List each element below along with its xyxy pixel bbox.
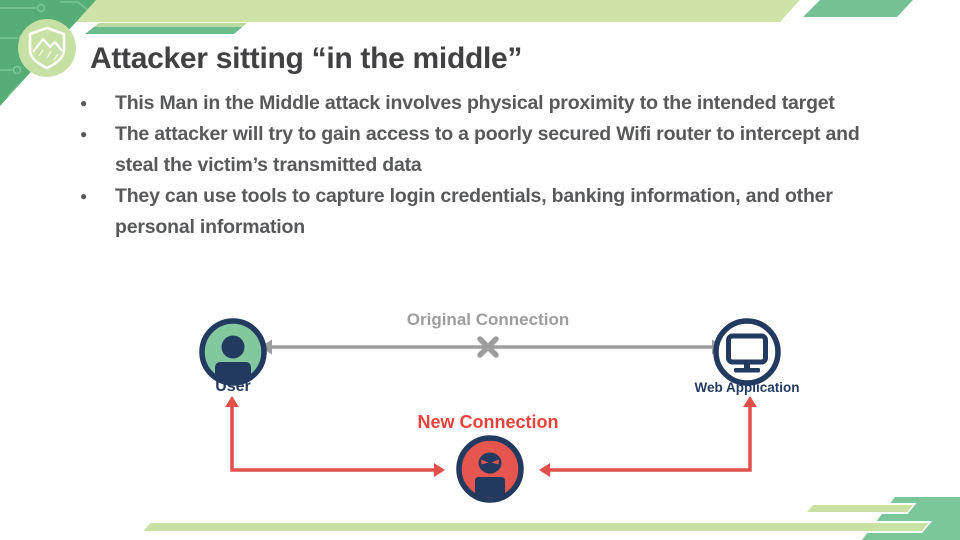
- top-green-band: [0, 0, 800, 22]
- original-connection-label: Original Connection: [406, 310, 570, 329]
- bullet-text: They can use tools to capture login cred…: [115, 185, 833, 238]
- blocked-x-icon: [477, 336, 499, 358]
- new-connection-label: New Connection: [417, 412, 559, 432]
- circuit-traces: [0, 1, 91, 97]
- bullet-text: This Man in the Middle attack involves p…: [115, 92, 835, 114]
- bullet-item: ● They can use tools to capture login cre…: [78, 181, 880, 243]
- page-title: Attacker sitting “in the middle”: [90, 42, 523, 75]
- mountain-shield-logo-icon: [17, 18, 77, 78]
- bullet-dot: ●: [80, 127, 88, 141]
- bullet-item: ● The attacker will try to gain access to…: [78, 119, 880, 181]
- bullet-item: ● This Man in the Middle attack involves …: [78, 88, 880, 119]
- bullet-list: ● This Man in the Middle attack involves …: [78, 88, 880, 243]
- attacker-hacker-icon: [454, 433, 526, 510]
- bullet-dot: ●: [80, 96, 88, 110]
- bullet-dot: ●: [80, 189, 88, 203]
- user-person-icon: [197, 316, 269, 393]
- web-application-label: Web Application: [694, 380, 800, 395]
- new-connection-user-path: [225, 396, 445, 477]
- web-application-monitor-icon: [711, 316, 783, 393]
- bullet-text: The attacker will try to gain access to …: [115, 123, 860, 176]
- top-right-green-parallelogram: [803, 0, 913, 17]
- new-connection-webapp-path: [539, 396, 757, 477]
- bottom-short-stripe: [803, 503, 917, 514]
- original-connection-line: [260, 339, 724, 355]
- bottom-long-stripe: [139, 521, 933, 533]
- title-accent-bar: [85, 23, 247, 34]
